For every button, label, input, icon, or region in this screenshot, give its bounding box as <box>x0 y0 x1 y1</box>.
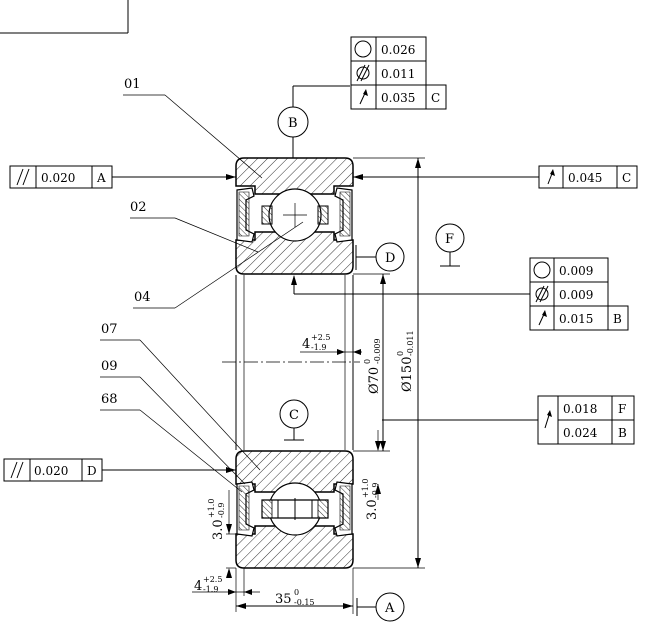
chamfer-right-lower: -0.9 <box>371 483 380 498</box>
upper-cage <box>261 205 329 225</box>
od-lower: -0.011 <box>406 330 415 356</box>
bearing-body <box>222 157 360 569</box>
chamfer-right-main: 3.0 <box>365 499 380 520</box>
fcf-top-runout-datum: C <box>431 91 440 105</box>
part-label-07: 07 <box>101 322 118 337</box>
chamfer-left-upper: +1.0 <box>207 499 216 518</box>
width-upper: 0 <box>294 588 299 597</box>
part-leaders: 01 02 04 07 09 68 <box>100 77 304 493</box>
od-upper: 0 <box>396 351 405 356</box>
runout-arrow-icon <box>538 310 547 326</box>
seal-offset-bottom-lower: -1.9 <box>203 585 218 594</box>
fcf-top-runout: 0.035 <box>381 91 415 105</box>
part-label-01: 01 <box>124 77 141 92</box>
part-label-68: 68 <box>101 392 118 407</box>
fcf-right-top-value: 0.045 <box>568 171 602 185</box>
upper-outer-ring <box>235 157 354 195</box>
fcf-left-top: 0.020 A <box>9 165 236 189</box>
fcf-top-roundness: 0.026 <box>381 43 415 57</box>
part-label-09: 09 <box>101 359 118 374</box>
fcf-right-low-value-1: 0.018 <box>563 402 597 416</box>
datum-b-label: B <box>288 116 298 131</box>
bore-upper: 0 <box>363 359 372 364</box>
part-label-02: 02 <box>130 200 147 215</box>
dim-chamfer-left: 3.0 +1.0 -0.9 <box>207 490 236 578</box>
dim-outer-diameter: Ø150 0 -0.011 <box>353 157 425 569</box>
fcf-left-top-datum: A <box>96 171 106 185</box>
fcf-right-mid-roundness: 0.009 <box>559 264 593 278</box>
dim-width: 35 0 -0.15 <box>236 568 354 614</box>
datum-c: C <box>279 399 309 441</box>
parallelism-icon <box>16 168 30 186</box>
lower-inner-ring <box>235 450 354 493</box>
datum-d: D <box>355 242 405 272</box>
width-lower: -0.15 <box>294 598 315 607</box>
bore-main: Ø70 <box>367 367 382 394</box>
fcf-right-low-value-2: 0.024 <box>563 426 598 440</box>
bore-lower: -0.009 <box>373 338 382 364</box>
od-main: Ø150 <box>400 357 415 392</box>
fcf-right-mid: 0.009 0.009 0.015 B <box>291 257 629 331</box>
parallelism-icon <box>10 461 24 479</box>
runout-arrow-icon <box>359 89 368 105</box>
datum-c-label: C <box>289 408 299 423</box>
datum-f-label: F <box>445 232 454 247</box>
seal-offset-mid-lower: -1.9 <box>311 343 326 352</box>
chamfer-right-upper: +1.0 <box>361 479 370 498</box>
fcf-top-cylindricity: 0.011 <box>381 67 415 81</box>
width-main: 35 <box>275 592 292 607</box>
fcf-right-top-datum: C <box>622 171 631 185</box>
dim-chamfer-right: 3.0 +1.0 -0.9 <box>361 430 381 520</box>
cylindricity-icon <box>356 64 370 82</box>
fcf-right-top: 0.045 C <box>353 165 638 189</box>
seal-offset-mid-upper: +2.5 <box>311 333 330 342</box>
datum-a-label: A <box>384 601 395 616</box>
dim-seal-offset-mid: 4 +2.5 -1.9 <box>300 333 362 355</box>
fcf-right-mid-cylindricity: 0.009 <box>559 288 593 302</box>
datum-f: F <box>435 223 465 267</box>
dim-bore-diameter: Ø70 0 -0.009 <box>353 273 390 452</box>
fcf-right-low-datum-2: B <box>618 426 627 440</box>
fcf-top: 0.026 0.011 0.035 C <box>350 36 447 110</box>
fcf-left-low-value: 0.020 <box>34 464 68 478</box>
datum-b: B <box>277 85 350 158</box>
part-label-04: 04 <box>134 290 151 305</box>
seal-offset-mid-main: 4 <box>302 337 310 352</box>
fcf-left-top-value: 0.020 <box>41 171 75 185</box>
datum-a: A <box>356 592 405 622</box>
cylindricity-icon <box>535 285 549 303</box>
chamfer-left-lower: -0.9 <box>217 503 226 518</box>
title-block-fragment <box>0 0 129 34</box>
fcf-right-low: 0.018 F 0.024 B <box>382 395 635 445</box>
fcf-left-low-datum: D <box>87 464 97 478</box>
chamfer-left-main: 3.0 <box>211 519 226 540</box>
circle-icon <box>354 40 372 58</box>
circle-icon <box>533 261 551 279</box>
datum-d-label: D <box>385 251 395 266</box>
runout-arrow-icon <box>544 410 552 429</box>
runout-arrow-icon <box>547 169 555 185</box>
fcf-left-low: 0.020 D <box>3 458 236 482</box>
fcf-right-mid-runout: 0.015 <box>559 312 593 326</box>
fcf-right-low-datum-1: F <box>618 402 626 416</box>
seal-offset-bottom-upper: +2.5 <box>203 575 222 584</box>
fcf-right-mid-runout-datum: B <box>613 312 622 326</box>
dim-seal-offset-bottom: 4 +2.5 -1.9 <box>192 568 260 612</box>
seal-offset-bottom-main: 4 <box>194 579 202 594</box>
